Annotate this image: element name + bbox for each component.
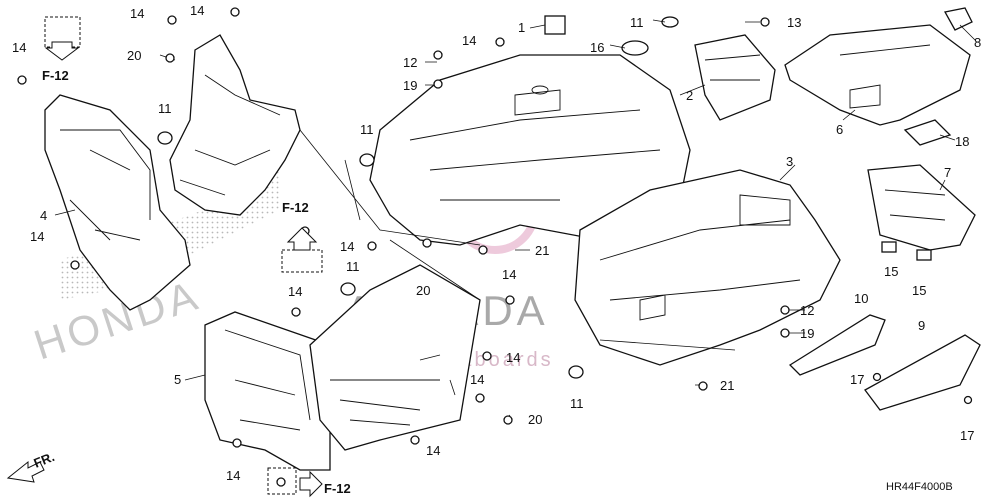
floor-step-panel <box>309 264 481 451</box>
diagram-code: HR44F4000B <box>886 481 953 493</box>
callout-15-a: 15 <box>884 264 898 279</box>
part-6-rear-cover <box>784 24 971 126</box>
part-11-grommet-c <box>359 153 375 167</box>
callout-14-d: 14 <box>462 33 476 48</box>
part-9-guard <box>864 334 981 411</box>
callout-20-a: 20 <box>127 48 141 63</box>
callout-12-a: 12 <box>403 55 417 70</box>
callout-10: 10 <box>854 291 868 306</box>
callout-14-g: 14 <box>288 284 302 299</box>
callout-1: 1 <box>518 20 525 35</box>
ref-label-f12-top: F-12 <box>42 68 69 83</box>
callout-13: 13 <box>787 15 801 30</box>
ref-label-f12-bottom: F-12 <box>324 481 351 496</box>
callout-15-b: 15 <box>912 283 926 298</box>
callout-8: 8 <box>974 35 981 50</box>
callout-11-e: 11 <box>570 396 584 411</box>
callout-14-l: 14 <box>226 468 240 483</box>
callout-7: 7 <box>944 165 951 180</box>
callout-19-b: 19 <box>800 326 814 341</box>
callout-19-a: 19 <box>403 78 417 93</box>
callout-3: 3 <box>786 154 793 169</box>
callout-4: 4 <box>40 208 47 223</box>
part-11-grommet-b <box>157 131 173 145</box>
direction-arrow-icon <box>6 460 45 483</box>
callout-11-c: 11 <box>360 122 374 137</box>
callout-14-c: 14 <box>190 3 204 18</box>
part-15-rubber-b <box>916 249 932 261</box>
ref-label-f12-mid: F-12 <box>282 200 309 215</box>
callout-14-b: 14 <box>130 6 144 21</box>
part-16-cap <box>621 40 649 56</box>
part-3-rear-fender <box>574 169 841 366</box>
callout-9: 9 <box>918 318 925 333</box>
fasteners <box>17 7 973 487</box>
part-11-grommet-d <box>340 282 356 296</box>
part-1-rear-body <box>369 54 691 246</box>
part-11-grommet-a <box>661 16 679 28</box>
callout-20-c: 20 <box>528 412 542 427</box>
callout-17-b: 17 <box>960 428 974 443</box>
part-10-guard <box>788 314 886 376</box>
part-11-grommet-e <box>568 365 584 379</box>
part-1-grommet <box>544 15 566 35</box>
callout-18: 18 <box>955 134 969 149</box>
callout-5: 5 <box>174 372 181 387</box>
callout-14-f: 14 <box>340 239 354 254</box>
callout-11-d: 11 <box>346 259 360 274</box>
direction-label: FR. <box>32 449 57 471</box>
part-8-clip <box>943 7 973 31</box>
callout-6: 6 <box>836 122 843 137</box>
callout-14-a: 14 <box>12 40 26 55</box>
callout-20-b: 20 <box>416 283 430 298</box>
callout-17-a: 17 <box>850 372 864 387</box>
callout-11-b: 11 <box>158 101 172 116</box>
callout-2: 2 <box>686 88 693 103</box>
part-5-lower-fender <box>204 311 331 471</box>
callout-12-b: 12 <box>800 303 814 318</box>
callout-14-k: 14 <box>426 443 440 458</box>
callout-14-i: 14 <box>506 350 520 365</box>
callout-14-h: 14 <box>502 267 516 282</box>
part-4-fender-panel <box>44 94 191 311</box>
callout-16: 16 <box>590 40 604 55</box>
callout-11-a: 11 <box>630 15 644 30</box>
ref-arrow-f12-top <box>44 16 81 61</box>
part-15-rubber-a <box>881 241 897 253</box>
callout-21-a: 21 <box>535 243 549 258</box>
part-18-strap <box>903 119 952 146</box>
ref-arrow-f12-mid <box>281 227 323 273</box>
callouts: 1 2 3 4 5 6 7 8 9 10 11 11 11 11 11 12 1… <box>12 3 981 483</box>
callout-21-b: 21 <box>720 378 734 393</box>
ref-arrow-f12-bottom <box>267 467 323 498</box>
callout-14-j: 14 <box>470 372 484 387</box>
part-7-lower-cover <box>867 164 976 251</box>
part-2-bracket <box>694 34 776 121</box>
front-guard-frame <box>169 34 301 216</box>
callout-14-e: 14 <box>30 229 44 244</box>
